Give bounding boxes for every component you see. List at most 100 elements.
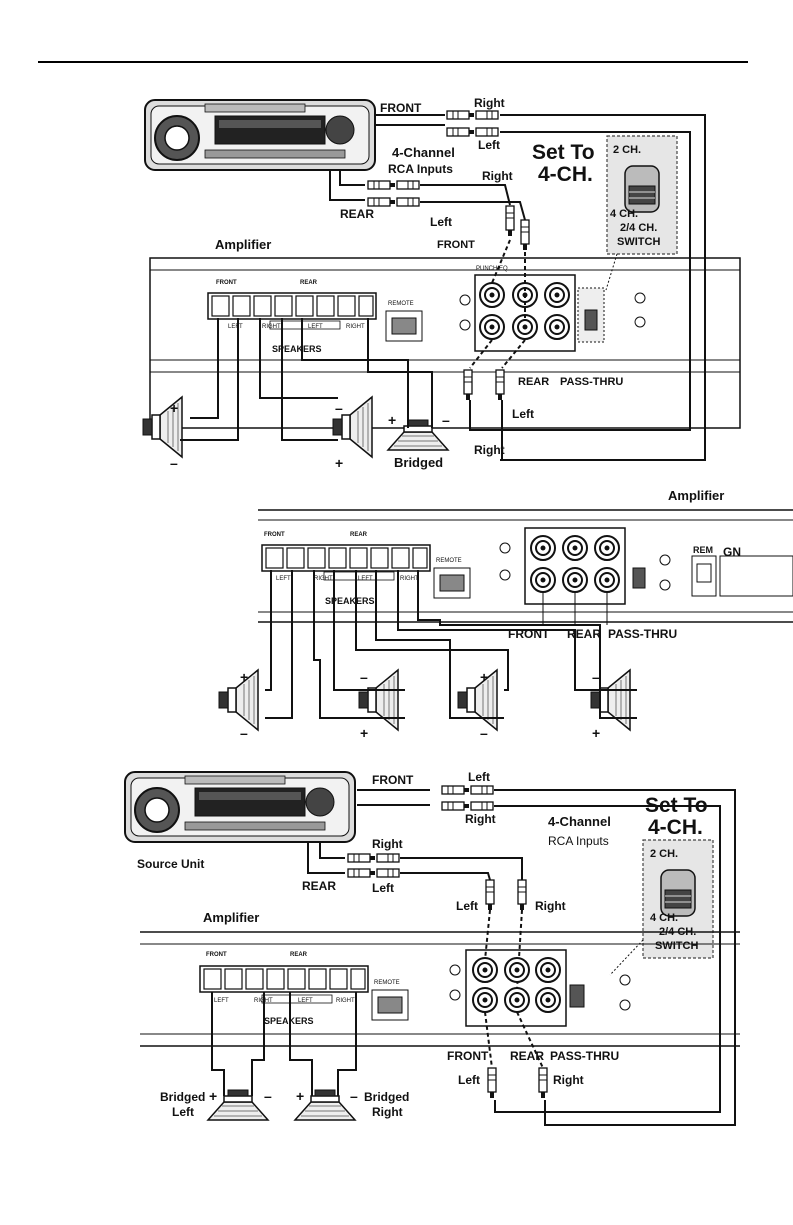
- diagram-label: –: [240, 725, 248, 741]
- d3-amplifier: Amplifier: [203, 910, 259, 925]
- d3-four-channel: 4-Channel: [548, 814, 611, 829]
- d1-four-ch: 4-CH.: [538, 163, 593, 186]
- diagram-label: –: [335, 400, 343, 416]
- diagram-label: +: [335, 455, 343, 471]
- d3-bridged-right-1: Bridged: [364, 1090, 409, 1104]
- diagram-label: REAR: [350, 532, 368, 538]
- d1-left-bottom: Left: [512, 407, 534, 421]
- diagram-label: +: [360, 725, 368, 741]
- diagram-label: +: [388, 412, 396, 428]
- d3-speaker-terminals: [199, 965, 369, 993]
- d3-right-rca: Right: [535, 899, 566, 913]
- diagram-1: [142, 99, 741, 461]
- diagram-label: –: [170, 455, 178, 471]
- diagram-label: REMOTE: [436, 558, 462, 564]
- d2-rem: REM: [693, 545, 713, 555]
- diagram-label: FRONT: [264, 532, 285, 538]
- d2-speaker-terminals: [261, 544, 431, 572]
- diagram-label: –: [350, 1088, 358, 1104]
- d1-pass-thru: PASS-THRU: [560, 376, 623, 388]
- d2-rear: REAR: [567, 627, 601, 641]
- d3-set-to: Set To: [645, 794, 708, 817]
- diagram-label: +: [296, 1088, 304, 1104]
- speaker-terminals: [207, 292, 377, 320]
- d3-bridged-right-2: Right: [372, 1105, 403, 1119]
- d1-front-rca: FRONT: [437, 239, 475, 251]
- d3-rca-panel: [465, 949, 567, 1027]
- d1-front-label: FRONT: [380, 101, 422, 115]
- d1-rca-inputs: RCA Inputs: [388, 162, 453, 176]
- d1-right-top: Right: [474, 96, 505, 110]
- diagram-label: –: [360, 669, 368, 685]
- d2-front: FRONT: [508, 627, 550, 641]
- d2-speaker-3: [457, 669, 498, 731]
- d3-rca-inputs: RCA Inputs: [548, 834, 609, 848]
- diagram-label: RIGHT: [262, 324, 281, 330]
- diagram-label: –: [592, 669, 600, 685]
- d1-left-mid: Left: [430, 215, 452, 229]
- d3-head-unit: [124, 771, 356, 843]
- d1-bridged: Bridged: [394, 455, 443, 470]
- diagram-2: [218, 509, 793, 731]
- d3-right-mid: Right: [372, 837, 403, 851]
- diagram-label: LEFT: [298, 998, 313, 1004]
- diagram-label: RIGHT: [346, 324, 365, 330]
- d3-rear: REAR: [510, 1049, 544, 1063]
- diagram-label: RIGHT: [314, 576, 333, 582]
- d3-four-ch: 4-CH.: [648, 816, 703, 839]
- d1-rear-label: REAR: [340, 207, 374, 221]
- d2-gnd: GN: [723, 545, 741, 559]
- d3-left-mid: Left: [372, 881, 394, 895]
- d1-speakers: SPEAKERS: [272, 344, 322, 354]
- d3-bridged-left-1: Bridged: [160, 1090, 205, 1104]
- diagram-label: LEFT: [358, 576, 373, 582]
- diagram-label: +: [170, 400, 178, 416]
- diagram-label: LEFT: [308, 324, 323, 330]
- d2-speaker-1: [218, 669, 259, 731]
- diagram-label: –: [442, 412, 450, 428]
- d3-front: FRONT: [447, 1049, 489, 1063]
- d3-left-rca: Left: [456, 899, 478, 913]
- d1-left-top: Left: [478, 138, 500, 152]
- diagram-label: LEFT: [276, 576, 291, 582]
- d3-pass-thru: PASS-THRU: [550, 1049, 619, 1063]
- diagram-label: FRONT: [206, 952, 227, 958]
- diagram-label: +: [480, 669, 488, 685]
- d1-four-ch-small: 4 CH.: [610, 208, 638, 220]
- diagram-3: [124, 771, 740, 1126]
- d3-front-label: FRONT: [372, 773, 414, 787]
- d3-left-top: Left: [468, 770, 490, 784]
- diagram-label: +: [592, 725, 600, 741]
- diagram-label: REMOTE: [374, 980, 400, 986]
- d3-right-bottom: Right: [553, 1073, 584, 1087]
- d3-rear-label: REAR: [302, 879, 336, 893]
- diagram-label: –: [264, 1088, 272, 1104]
- d3-bridged-left-2: Left: [172, 1105, 194, 1119]
- diagram-label: +: [209, 1088, 217, 1104]
- d3-source-unit: Source Unit: [137, 857, 204, 871]
- d3-left-bottom: Left: [458, 1073, 480, 1087]
- d3-speakers: SPEAKERS: [264, 1016, 314, 1026]
- diagram-label: LEFT: [214, 998, 229, 1004]
- d1-amplifier: Amplifier: [215, 237, 271, 252]
- diagram-label: REMOTE: [388, 301, 414, 307]
- head-unit: [144, 99, 376, 171]
- diagram-label: –: [480, 725, 488, 741]
- speaker-bridged: [387, 419, 449, 451]
- d3-right-top: Right: [465, 812, 496, 826]
- diagram-label: PUNCH EQ: [476, 266, 508, 272]
- d1-four-channel: 4-Channel: [392, 145, 455, 160]
- diagram-label: +: [240, 669, 248, 685]
- diagram-label: REAR: [300, 280, 318, 286]
- d1-switch-1: 2/4 CH.: [620, 222, 657, 234]
- d1-right-mid: Right: [482, 169, 513, 183]
- d3-two-ch: 2 CH.: [650, 848, 678, 860]
- diagram-label: REAR: [290, 952, 308, 958]
- d1-switch-2: SWITCH: [617, 236, 660, 248]
- diagram-label: FRONT: [216, 280, 237, 286]
- d3-four-ch-small: 4 CH.: [650, 912, 678, 924]
- d2-pass-thru: PASS-THRU: [608, 627, 677, 641]
- d1-right-bottom: Right: [474, 443, 505, 457]
- diagram-label: LEFT: [228, 324, 243, 330]
